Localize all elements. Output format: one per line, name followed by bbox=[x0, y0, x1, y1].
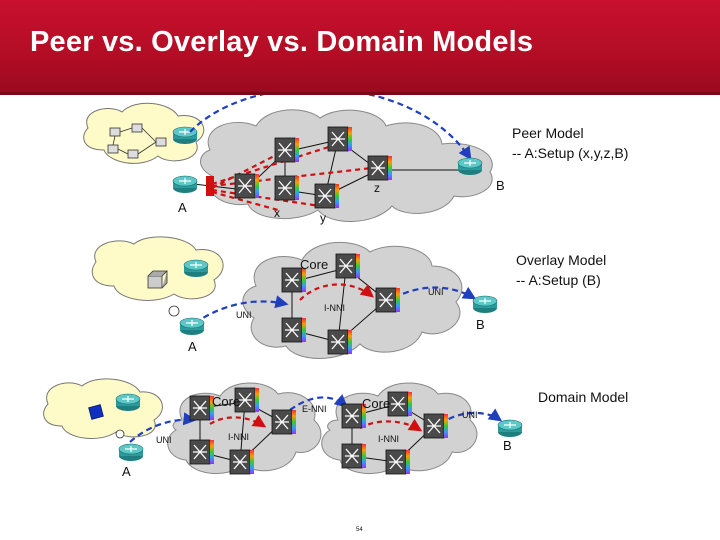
peer-label-b: B bbox=[496, 178, 505, 193]
domain-inni-right-label: I-NNI bbox=[378, 434, 399, 444]
domain-uni-left-label: UNI bbox=[156, 435, 172, 445]
network-models-diagram: A x y z B Peer Model -- A:Setup (x,y,z,B… bbox=[43, 95, 628, 533]
overlay-router-b-icon bbox=[472, 295, 498, 314]
domain-client-host-icon bbox=[88, 404, 104, 420]
peer-end-to-end-arc bbox=[189, 95, 472, 161]
peer-router-a-icon bbox=[172, 175, 198, 194]
peer-oxc-y-icon bbox=[314, 183, 340, 209]
overlay-heading: Overlay Model bbox=[516, 252, 606, 268]
domain-client-router-icon bbox=[115, 393, 141, 412]
domain-oxc-icon bbox=[189, 395, 215, 421]
page-number: 54 bbox=[356, 527, 363, 533]
title-bar bbox=[0, 0, 720, 92]
domain-oxc-icon bbox=[341, 443, 367, 469]
domain-router-a-icon bbox=[118, 443, 144, 462]
domain-model-section: Core Core E-NNI UNI UNI I-NNI I-NNI A B … bbox=[43, 378, 628, 479]
peer-label-a: A bbox=[178, 200, 187, 215]
overlay-oxc-icon bbox=[335, 253, 361, 279]
domain-core-right-links bbox=[351, 403, 435, 463]
peer-signal-origin bbox=[206, 176, 214, 196]
overlay-core-label: Core bbox=[300, 257, 328, 272]
overlay-oxc-icon bbox=[327, 329, 353, 355]
domain-uni-right-label: UNI bbox=[462, 410, 478, 420]
overlay-inni-label: I-NNI bbox=[324, 303, 345, 313]
overlay-model-section: Core UNI I-NNI UNI A B Overlay Model -- … bbox=[91, 236, 606, 359]
overlay-client-host bbox=[147, 270, 168, 289]
overlay-uni-right-label: UNI bbox=[428, 287, 444, 297]
domain-oxc-icon bbox=[423, 413, 449, 439]
peer-model-section: A x y z B Peer Model -- A:Setup (x,y,z,B… bbox=[83, 95, 628, 225]
domain-core-right-label: Core bbox=[362, 396, 390, 411]
overlay-label-b: B bbox=[476, 317, 485, 332]
domain-core-left-links bbox=[199, 401, 283, 463]
overlay-core-links bbox=[291, 267, 387, 343]
overlay-router-a-icon bbox=[179, 317, 205, 336]
domain-uni-right-link bbox=[439, 408, 503, 425]
overlay-uni-left-link bbox=[194, 295, 289, 324]
domain-oxc-icon bbox=[271, 409, 297, 435]
slide-title: Peer vs. Overlay vs. Domain Models bbox=[30, 26, 534, 58]
domain-oxc-icon bbox=[189, 439, 215, 465]
domain-host-a-icon bbox=[115, 429, 125, 439]
overlay-subheading: -- A:Setup (B) bbox=[516, 272, 601, 288]
domain-oxc-icon bbox=[387, 391, 413, 417]
peer-oxc-z-icon bbox=[367, 155, 393, 181]
overlay-client-cloud bbox=[91, 236, 224, 301]
overlay-inni-link bbox=[299, 283, 375, 301]
peer-oxc-icon bbox=[327, 126, 353, 152]
domain-label-b: B bbox=[503, 438, 512, 453]
peer-core-cloud bbox=[200, 109, 493, 222]
overlay-oxc-icon bbox=[281, 317, 307, 343]
domain-client-cloud bbox=[43, 378, 163, 439]
peer-label-z: z bbox=[374, 181, 380, 195]
overlay-oxc-icon bbox=[375, 287, 401, 313]
domain-oxc-icon bbox=[385, 449, 411, 475]
domain-heading: Domain Model bbox=[538, 389, 628, 405]
domain-inni-right-link bbox=[359, 418, 423, 432]
overlay-client-router-icon bbox=[183, 259, 209, 278]
domain-label-a: A bbox=[122, 464, 131, 479]
domain-inni-left-link bbox=[209, 414, 267, 428]
domain-enni-link bbox=[289, 394, 349, 411]
peer-oxc-x-icon bbox=[274, 175, 300, 201]
peer-subheading: -- A:Setup (x,y,z,B) bbox=[512, 145, 628, 161]
title-bar-rule bbox=[0, 92, 720, 95]
overlay-uni-right-link bbox=[393, 286, 477, 300]
peer-router-b-icon bbox=[457, 157, 483, 176]
domain-router-b-icon bbox=[497, 419, 523, 438]
overlay-label-a: A bbox=[188, 339, 197, 354]
domain-oxc-icon bbox=[229, 449, 255, 475]
overlay-host-a-icon bbox=[168, 305, 180, 317]
peer-label-x: x bbox=[274, 206, 280, 220]
domain-core-left-label: Core bbox=[212, 394, 240, 409]
peer-oxc-icon bbox=[234, 173, 260, 199]
domain-uni-left-link bbox=[129, 412, 197, 443]
overlay-uni-left-label: UNI bbox=[236, 310, 252, 320]
peer-oxc-icon bbox=[274, 137, 300, 163]
peer-signal-arrows bbox=[211, 143, 373, 212]
domain-inni-left-label: I-NNI bbox=[228, 432, 249, 442]
peer-heading: Peer Model bbox=[512, 125, 584, 141]
peer-client-hosts bbox=[107, 123, 167, 159]
domain-enni-label: E-NNI bbox=[302, 404, 327, 414]
peer-label-y: y bbox=[320, 211, 326, 225]
